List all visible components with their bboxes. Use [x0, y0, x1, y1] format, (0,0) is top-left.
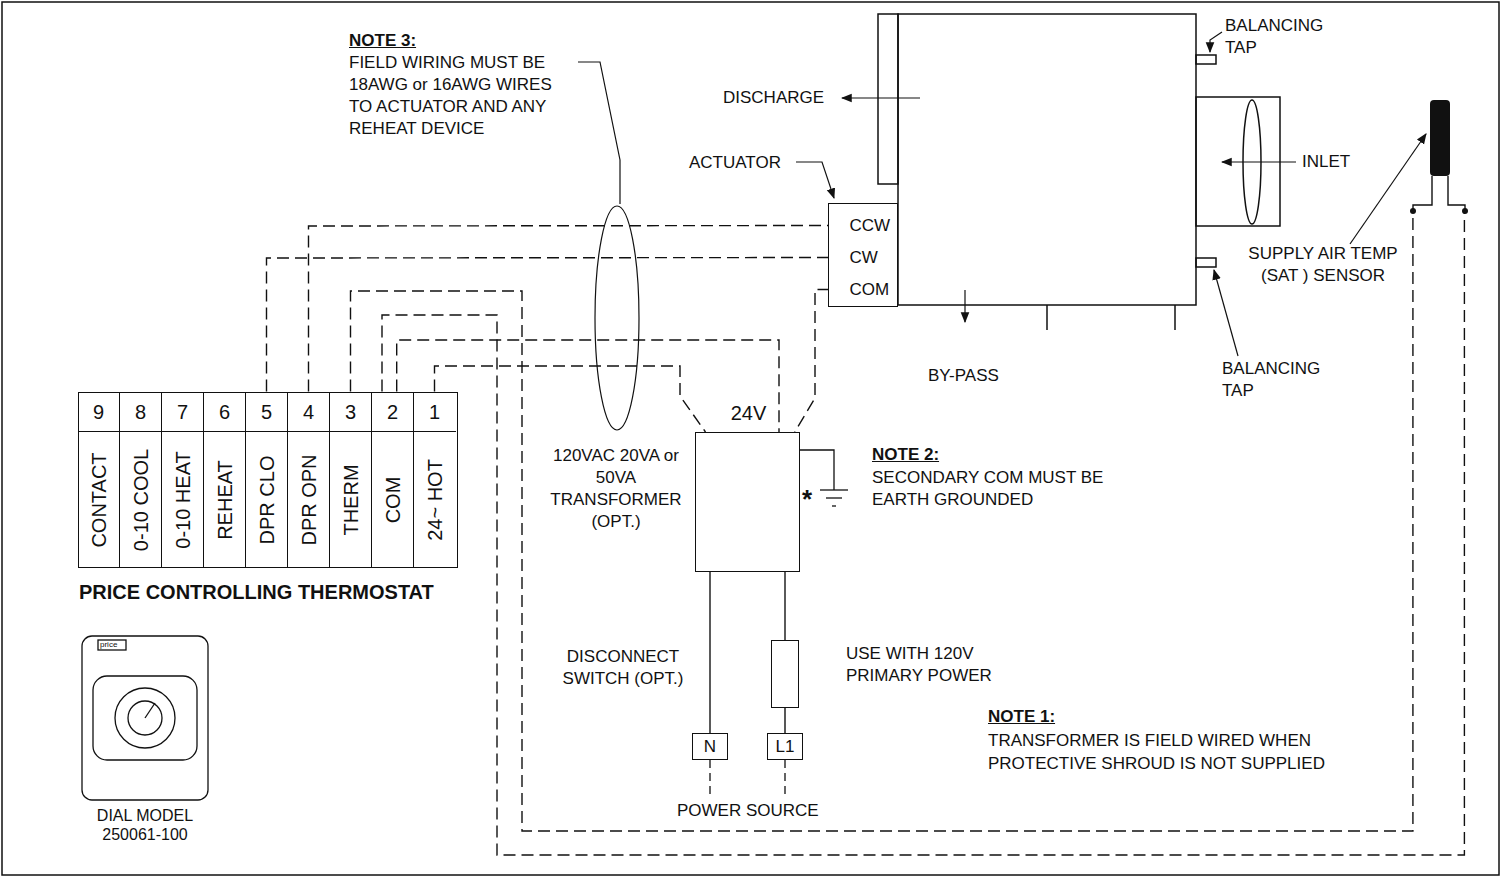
terminal-number: 9: [78, 392, 120, 432]
note-text: SECONDARY COM MUST BE EARTH GROUNDED: [872, 467, 1162, 511]
terminal-cell: 4DPR OPN: [288, 392, 330, 568]
terminal-number: 4: [288, 392, 330, 432]
switch-label: DISCONNECT SWITCH (OPT.): [558, 646, 688, 690]
terminal-label: 24~ HOT: [424, 459, 446, 541]
terminal-text: L1: [776, 736, 795, 758]
thermostat-heading: PRICE CONTROLLING THERMOSTAT: [79, 581, 434, 603]
terminal-name: CW: [850, 247, 878, 269]
terminal-cell: 6REHEAT: [204, 392, 246, 568]
actuator-label: ACTUATOR: [689, 152, 781, 174]
terminal-cell: 7 0-10 HEAT: [162, 392, 204, 568]
part-name: BALANCING TAP: [1222, 358, 1334, 402]
wire: [709, 572, 710, 733]
brand-logo: price: [100, 640, 117, 650]
note-heading: NOTE 3:: [349, 30, 416, 52]
terminal-strip: 9CONTACT80-10 COOL70-10 HEAT6REHEAT5DPR …: [78, 392, 458, 568]
terminal-number: 7: [162, 392, 204, 432]
terminal-label: 0-10 COOL: [130, 448, 152, 550]
actuator-terminal: CCW: [830, 214, 896, 238]
wire: [382, 212, 1464, 855]
terminal-label: DPR OPN: [298, 454, 320, 545]
terminal-label: CONTACT: [88, 452, 110, 547]
terminal-label: 0-10 HEAT: [172, 451, 194, 548]
part-name: DISCHARGE: [723, 87, 824, 109]
voltage-label: 24V: [696, 402, 801, 424]
note-heading: NOTE 1:: [988, 706, 1055, 728]
terminal-cell: 5DPR CLO: [246, 392, 288, 568]
wire: [795, 290, 830, 433]
terminal-number: 2: [372, 392, 414, 432]
terminal-cell: 8 0-10 COOL: [120, 392, 162, 568]
actuator-block: CCWCWCOMACTUATOR: [828, 203, 898, 307]
terminal-number: 5: [246, 392, 288, 432]
terminal-label: REHEAT: [214, 460, 236, 540]
power-source-label: POWER SOURCE: [677, 800, 819, 822]
terminal-number: 1: [414, 392, 456, 432]
note-text: TRANSFORMER IS FIELD WIRED WHEN PROTECTI…: [988, 729, 1333, 775]
transformer-label: 120VAC 20VA or 50VA TRANSFORMER (OPT.): [548, 445, 684, 533]
note-heading: NOTE 2:: [872, 444, 939, 466]
sensor-label: SUPPLY AIR TEMP (SAT ) SENSOR: [1237, 243, 1409, 287]
wire: [435, 366, 706, 432]
note-text: FIELD WIRING MUST BE 18AWG or 16AWG WIRE…: [349, 52, 575, 140]
terminal-cell: 3THERM: [330, 392, 372, 568]
power-terminal: N: [692, 733, 728, 760]
wire: [267, 258, 830, 392]
terminal-label: COM: [382, 476, 404, 523]
wire: [784, 572, 785, 640]
transformer-box: 24V120VAC 20VA or 50VA TRANSFORMER (OPT.…: [695, 432, 800, 572]
thermostat-picture: [82, 636, 208, 800]
sat-sensor: [1410, 100, 1468, 214]
model-label: DIAL MODEL 250061-100: [84, 806, 206, 844]
terminal-cell: 9CONTACT: [78, 392, 120, 568]
actuator-terminal: COM: [830, 278, 896, 302]
switch-note: USE WITH 120V PRIMARY POWER: [846, 643, 1016, 687]
wire: [309, 226, 830, 392]
terminal-name: COM: [850, 279, 890, 301]
terminal-label: THERM: [340, 464, 362, 535]
terminal-unit: [878, 14, 1280, 330]
part-name: BY-PASS: [928, 365, 999, 387]
terminal-number: 8: [120, 392, 162, 432]
terminal-cell: 2COM: [372, 392, 414, 568]
terminal-label: DPR CLO: [256, 455, 278, 544]
leader-arrows: [578, 32, 1426, 430]
part-name: INLET: [1302, 151, 1350, 173]
terminal-name: CCW: [850, 215, 891, 237]
power-terminal: L1: [767, 733, 803, 760]
part-name: BALANCING TAP: [1225, 15, 1337, 59]
terminal-number: 3: [330, 392, 372, 432]
terminal-cell: 1 24~ HOT: [414, 392, 456, 568]
terminal-number: 6: [204, 392, 246, 432]
sat-sensor: SUPPLY AIR TEMP (SAT ) SENSOR: [1405, 95, 1471, 212]
asterisk-mark: *: [802, 486, 812, 512]
wire: [784, 708, 785, 733]
disconnect-switch: DISCONNECT SWITCH (OPT.)USE WITH 120V PR…: [771, 640, 799, 708]
terminal-text: N: [704, 736, 716, 758]
actuator-terminal: CW: [830, 246, 896, 270]
